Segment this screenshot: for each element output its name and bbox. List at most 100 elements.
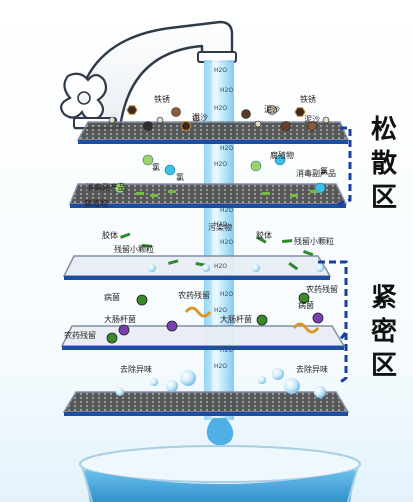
contaminant-label: 氯 xyxy=(152,162,160,172)
particle-icon xyxy=(252,264,260,272)
bubble-icon xyxy=(314,386,326,398)
particle-icon xyxy=(241,109,251,119)
particle-icon xyxy=(148,264,156,272)
h2o-label: H2O xyxy=(214,161,227,168)
zone-loose-label: 松 散 区 xyxy=(371,115,397,213)
particle-icon xyxy=(192,114,200,122)
bubble-icon xyxy=(116,388,124,396)
particle-icon xyxy=(307,121,317,131)
h2o-label: H2O xyxy=(220,239,233,246)
contaminant-label: 氯 xyxy=(320,166,328,176)
contaminant-label: 农药残留 xyxy=(64,330,96,340)
contaminant-label: 铁锈 xyxy=(154,94,170,104)
contaminant-label: 腐殖物 xyxy=(84,198,108,208)
zone-loose-char-3: 区 xyxy=(371,183,397,213)
water-stream xyxy=(204,60,234,420)
zone-loose-char-2: 散 xyxy=(371,149,397,179)
filter-layer-2 xyxy=(68,183,348,208)
germ-icon xyxy=(118,324,130,336)
contaminant-label: 去除异味 xyxy=(296,364,328,374)
filter-layer-4 xyxy=(60,325,346,350)
bubble-icon xyxy=(284,378,300,394)
h2o-label: H2O xyxy=(220,145,233,152)
colloid-icon xyxy=(282,239,293,243)
tray-edge xyxy=(62,346,344,350)
particle-icon xyxy=(108,116,116,124)
h2o-label: H2O xyxy=(214,307,227,314)
contaminant-label: 残留小颗粒 xyxy=(294,236,334,246)
bacteria-icon xyxy=(184,306,212,318)
contaminant-labels: 铁锈泥沙泥沙铁锈泥沙氯腐殖物消毒副产品氯消毒副产品腐殖物氯胶体污染物残留小颗粒胶… xyxy=(64,94,338,374)
tray-edge xyxy=(70,204,346,208)
zone-loose-char-1: 松 xyxy=(371,115,397,145)
particle-icon xyxy=(202,264,210,272)
bubble-icon xyxy=(150,378,158,386)
contaminant-label: 胶体 xyxy=(256,230,272,240)
colloid-icon xyxy=(119,232,131,239)
contaminant-label: 泥沙 xyxy=(264,105,280,114)
humus-icon xyxy=(150,194,158,197)
tray-surface xyxy=(62,255,332,277)
contaminant-label: 污染物 xyxy=(208,222,232,232)
zone-dense-char-3: 区 xyxy=(371,351,397,381)
humus-icon xyxy=(290,194,298,197)
humus-icon xyxy=(310,190,318,193)
contaminant-label: 铁锈 xyxy=(300,94,316,104)
h2o-label: H2O xyxy=(214,363,227,370)
germ-icon xyxy=(256,314,268,326)
humus-icon xyxy=(262,192,270,195)
contaminant-label: 氯 xyxy=(176,172,184,182)
germ-icon xyxy=(106,332,118,344)
h2o-label: H2O xyxy=(220,347,233,354)
bubble-icon xyxy=(258,376,266,384)
contaminant-label: 大肠杆菌 xyxy=(220,314,252,324)
contaminant-label: 病菌 xyxy=(104,292,120,302)
particle-icon xyxy=(156,116,164,124)
water-glass xyxy=(79,445,361,502)
particle-icon xyxy=(171,107,181,117)
tray-surface xyxy=(62,391,350,413)
contaminant-label: 消毒副产品 xyxy=(86,182,126,192)
h2o-label: H2O xyxy=(214,221,227,228)
colloid-icon xyxy=(141,244,152,248)
contaminant-label: 农药残留 xyxy=(306,284,338,294)
filter-layer-3 xyxy=(62,255,332,280)
contaminant-label: 去除异味 xyxy=(120,364,152,374)
humus-icon xyxy=(168,190,176,193)
particle-icon xyxy=(143,121,153,131)
rust-icon xyxy=(294,107,306,117)
tray-edge xyxy=(64,412,348,416)
h2o-label: H2O xyxy=(214,105,227,112)
germ-icon xyxy=(312,312,324,324)
chlorine-icon xyxy=(164,164,176,176)
contaminant-label: 病菌 xyxy=(298,300,314,310)
chlorine-icon xyxy=(142,154,154,166)
chlorine-icon xyxy=(250,160,262,172)
chlorine-icon xyxy=(274,154,286,166)
contaminant-label: 残留小颗粒 xyxy=(114,244,154,254)
tray-edge xyxy=(78,140,348,144)
particle-icon xyxy=(267,105,277,115)
tray-edge xyxy=(64,276,330,280)
contaminant-label: 腐殖物 xyxy=(270,150,294,160)
zone-dense-char-2: 密 xyxy=(371,316,397,347)
germ-icon xyxy=(298,292,310,304)
humus-icon xyxy=(136,192,144,195)
colloid-icon xyxy=(288,262,299,271)
rust-icon xyxy=(126,105,138,115)
bubble-icon xyxy=(272,368,284,380)
contaminant-label: 泥沙 xyxy=(304,115,320,124)
h2o-label: H2O xyxy=(220,291,233,298)
zone-dense-label: 紧 密 区 xyxy=(371,283,397,381)
particles xyxy=(106,105,330,398)
chlorine-icon xyxy=(114,182,126,194)
bacteria-icon xyxy=(292,322,320,334)
contaminant-label: 大肠杆菌 xyxy=(104,314,136,324)
colloid-icon xyxy=(302,250,314,257)
h2o-label: H2O xyxy=(220,87,233,94)
particle-icon xyxy=(281,121,291,131)
rust-icon xyxy=(180,121,192,131)
h2o-label: H2O xyxy=(214,263,227,270)
